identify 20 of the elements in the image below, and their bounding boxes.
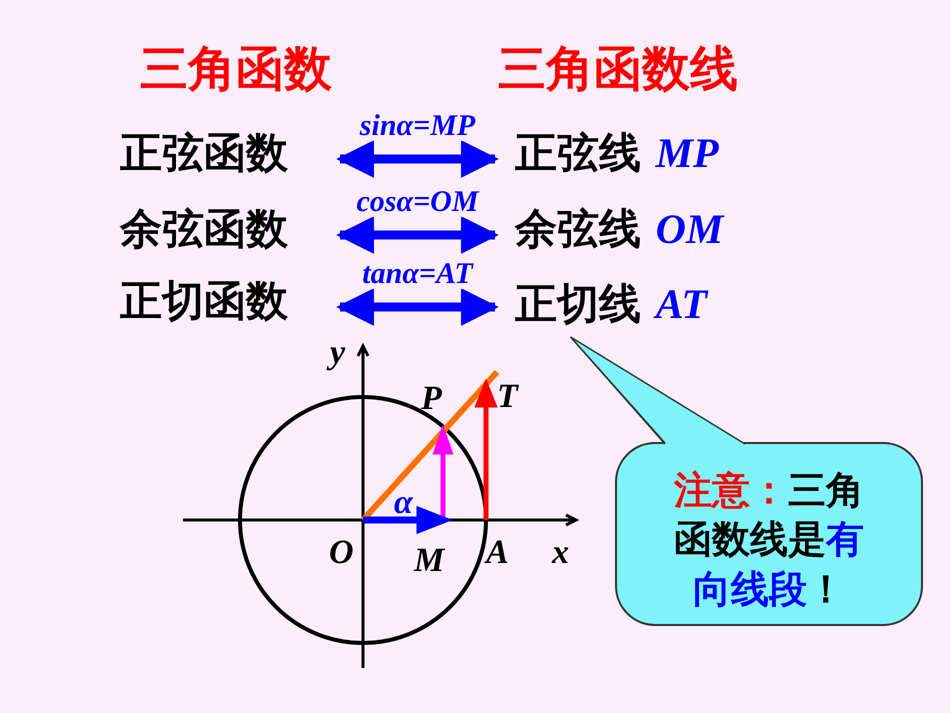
point-label: x [552,536,569,570]
function-name: 余弦函数 [120,204,340,260]
function-name: 正切函数 [120,276,340,332]
edge-label: sinα=MP [360,111,476,141]
point-label: T [497,380,518,414]
double-arrow [336,216,499,254]
heading: 三角函数线 [498,42,778,102]
point-label: M [414,544,444,578]
point-label: α [394,486,413,520]
double-arrow [336,140,499,178]
line-name: 正切线 AT [495,276,765,338]
line-name: 余弦线 OM [495,204,765,260]
heading: 三角函数 [140,42,400,102]
function-name: 正弦函数 [120,128,340,184]
line-name: 正弦线 MP [495,128,765,184]
double-arrow [336,288,499,326]
point-label: P [421,382,442,416]
point-label: O [329,536,354,570]
leader-line [570,336,666,444]
point-label: A [486,536,509,570]
